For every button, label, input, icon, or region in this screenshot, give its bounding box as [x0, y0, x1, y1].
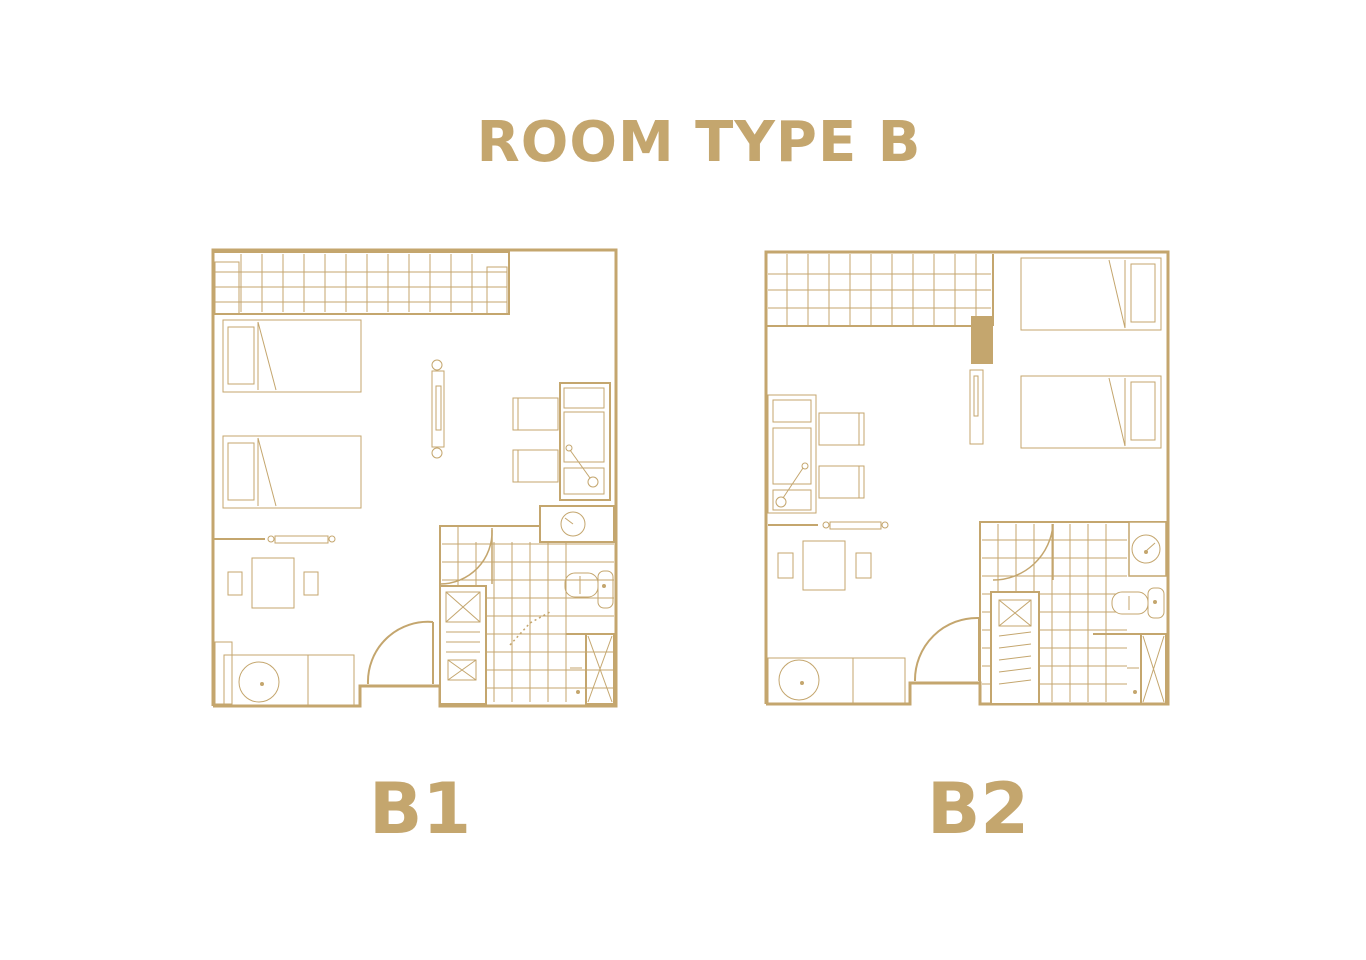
plan-label-b2: B2: [926, 768, 1030, 850]
desk-area: [768, 522, 888, 590]
vanity-sink: [540, 506, 614, 542]
outer-walls: [766, 252, 1168, 704]
bath-cabinet: [1093, 634, 1166, 704]
bed-upper: [1021, 258, 1161, 330]
bed-upper: [223, 320, 361, 392]
toilet: [1112, 588, 1164, 618]
wardrobe: [560, 383, 610, 500]
bed-lower: [1021, 376, 1161, 448]
plan-label-b1: B1: [368, 768, 472, 850]
vanity-sink: [1129, 522, 1166, 576]
bed-lower: [223, 436, 361, 508]
floor-plan-b1: [200, 240, 630, 720]
page-title: ROOM TYPE B: [476, 110, 922, 175]
balcony-tiles: [213, 252, 509, 314]
desk-area: [213, 536, 335, 608]
toilet: [565, 571, 613, 608]
entry-bench: [215, 642, 354, 705]
balcony-tiles: [766, 254, 993, 326]
armchairs: [513, 398, 558, 482]
bath-cabinet: [566, 634, 614, 704]
entry-door: [368, 622, 433, 684]
floor-plan-b2: [755, 240, 1185, 720]
wardrobe: [768, 395, 816, 513]
armchairs: [819, 413, 864, 498]
shower: [991, 592, 1039, 704]
structural-column: [971, 316, 993, 364]
tv-console: [432, 360, 444, 458]
shower: [440, 586, 550, 704]
entry-bench: [768, 658, 905, 704]
outer-walls: [213, 250, 616, 706]
entry-door: [915, 618, 979, 681]
tv-console: [970, 370, 983, 444]
